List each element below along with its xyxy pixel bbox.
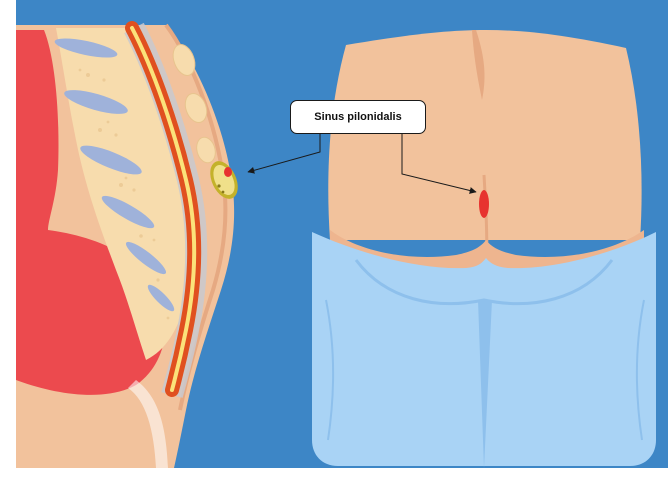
callout-label: Sinus pilonidalis [314, 111, 401, 123]
callout-label-box: Sinus pilonidalis [290, 100, 426, 134]
arrow-icon [248, 134, 320, 172]
sinus-opening [479, 190, 489, 218]
diagram-canvas: Sinus pilonidalis [16, 0, 668, 468]
illustration [16, 0, 668, 468]
sagittal-spine-illustration [16, 25, 243, 468]
buttocks-back-view-illustration [312, 30, 656, 468]
